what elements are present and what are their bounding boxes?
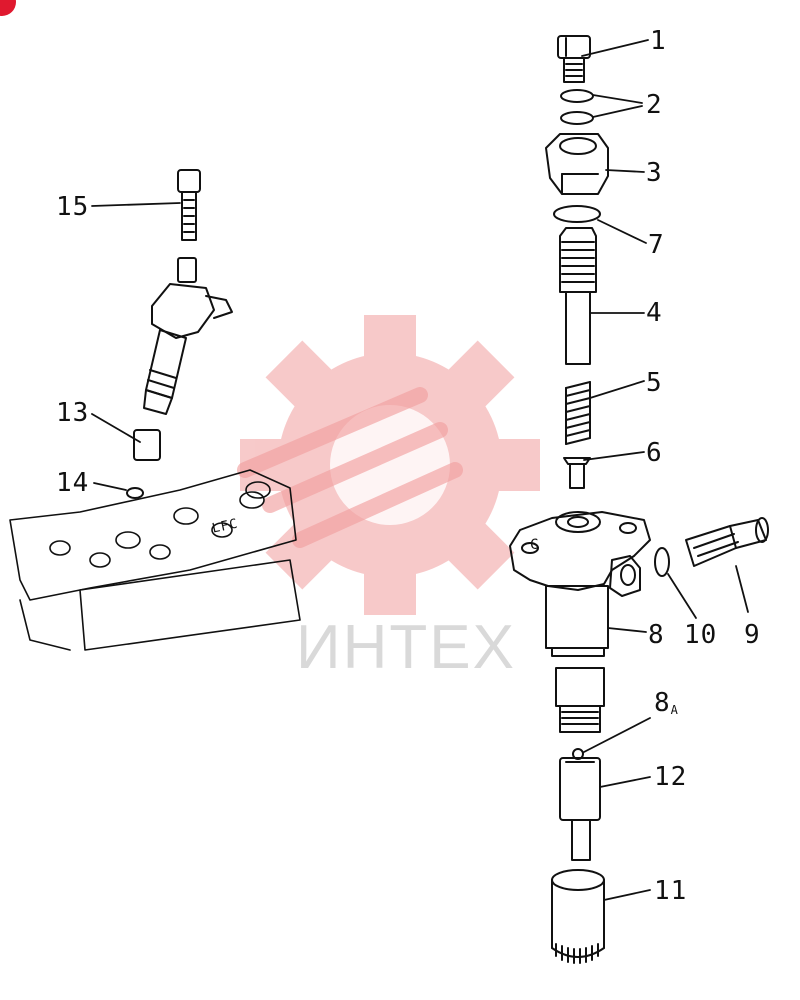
callout-8a-suffix: A [670, 703, 679, 717]
corner-badge-icon [0, 0, 16, 16]
part-7-oring [553, 205, 601, 223]
callout-4: 4 [646, 298, 663, 328]
leader-lines [91, 39, 749, 901]
callout-13: 13 [56, 398, 90, 428]
callout-10: 10 [684, 620, 718, 650]
part-2-washers [560, 89, 594, 125]
cylinder-head [9, 469, 301, 651]
callout-1: 1 [650, 26, 667, 56]
callout-11: 11 [654, 876, 688, 906]
callout-7: 7 [648, 230, 665, 260]
callout-8a-number: 8 [654, 688, 671, 718]
callout-2: 2 [646, 90, 663, 120]
watermark-text: ИНТЕХ [296, 613, 516, 682]
part-6-seat [563, 457, 591, 489]
part-1-bolt [557, 35, 591, 83]
callout-3: 3 [646, 158, 663, 188]
part-5-spring [565, 381, 591, 445]
body-mark: C [530, 537, 540, 553]
part-4-rod [559, 227, 597, 365]
callout-14: 14 [56, 468, 90, 498]
callout-6: 6 [646, 438, 663, 468]
part-3-nut [545, 133, 609, 195]
part-12-nozzle [559, 748, 601, 861]
callout-15: 15 [56, 192, 90, 222]
callout-8: 8 [648, 620, 665, 650]
callout-5: 5 [646, 368, 663, 398]
part-8-body [509, 511, 651, 733]
part-9-connector [685, 517, 769, 567]
callout-12: 12 [654, 762, 688, 792]
assembled-injector [126, 169, 233, 499]
part-11-capnut [551, 869, 605, 964]
part-10-washer [654, 547, 670, 577]
callout-9: 9 [744, 620, 761, 650]
callout-8a: 8A [654, 690, 679, 716]
